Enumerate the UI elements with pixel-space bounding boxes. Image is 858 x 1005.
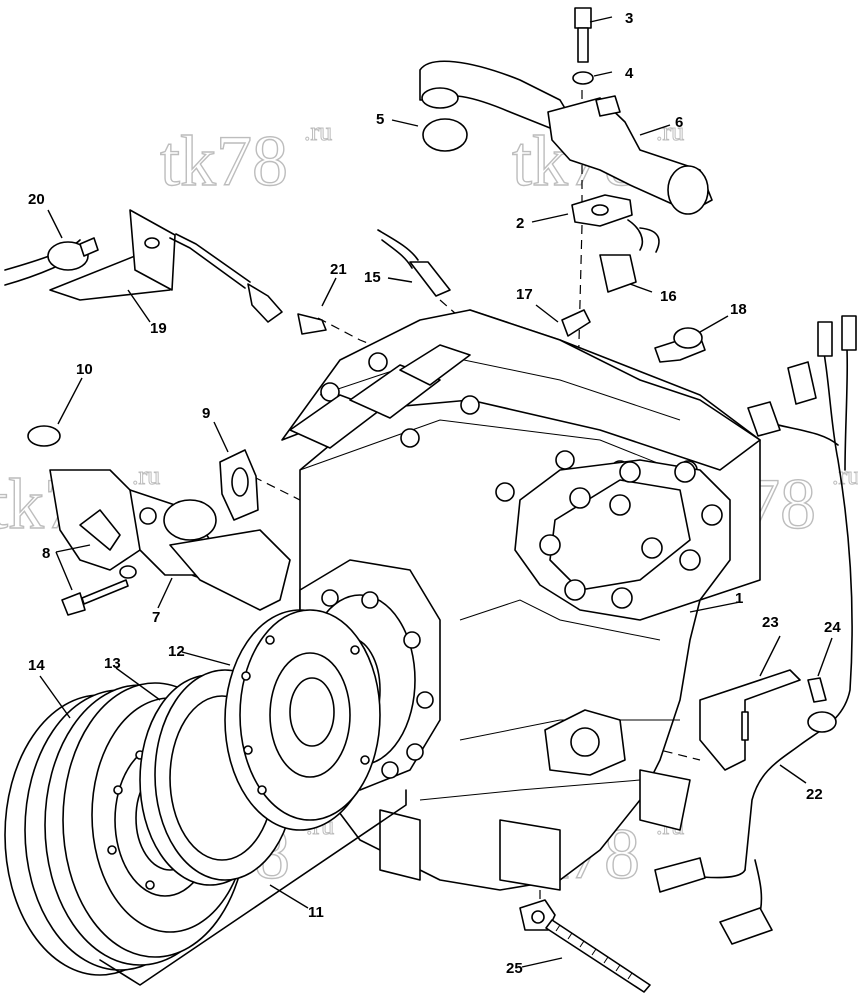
part-21-fitting: [297, 313, 327, 335]
cylinder-head-bolts: [539, 461, 723, 609]
callout-23: 23: [762, 614, 779, 631]
part-4-washer: [572, 71, 594, 85]
part-18-clamp: [654, 327, 706, 363]
part-2-gasket: [571, 194, 633, 227]
part-8-bolt: [61, 565, 137, 616]
callout-numbers: 3 4 5 6 2 20 19 21 15 16 17 18 10 9 8 7 …: [28, 10, 841, 977]
callout-9: 9: [202, 405, 210, 422]
compressor-body: [281, 309, 761, 891]
part-7-service-valve: [49, 469, 291, 611]
callout-12: 12: [168, 643, 185, 660]
callout-24: 24: [824, 619, 841, 636]
part-23-bracket: [699, 669, 801, 771]
callout-21: 21: [330, 261, 347, 278]
callout-2: 2: [516, 215, 524, 232]
callout-20: 20: [28, 191, 45, 208]
watermark-1-suffix: .ru: [304, 117, 332, 146]
callout-13: 13: [104, 655, 121, 672]
watermark-2-suffix: .ru: [656, 117, 684, 146]
part-19-bracket: [49, 209, 283, 323]
part-25-long-bolt: [519, 899, 651, 993]
callout-14: 14: [28, 657, 45, 674]
part-15-sensor: [377, 229, 451, 297]
part-20-switch: [4, 237, 99, 286]
callout-4: 4: [625, 65, 634, 82]
callout-18: 18: [730, 301, 747, 318]
callout-16: 16: [660, 288, 677, 305]
part-10-o-ring: [27, 425, 61, 447]
watermark-1: tk78: [160, 121, 288, 201]
part-9-gasket: [219, 449, 259, 521]
leader-lines: [39, 16, 833, 968]
callout-8: 8: [42, 545, 50, 562]
callout-15: 15: [364, 269, 381, 286]
callout-3: 3: [625, 10, 633, 27]
callout-19: 19: [150, 320, 167, 337]
callout-22: 22: [806, 786, 823, 803]
callout-11: 11: [308, 904, 324, 921]
callout-25: 25: [506, 960, 523, 977]
part-24-clip: [807, 677, 837, 733]
callout-1: 1: [735, 590, 743, 607]
callout-5: 5: [376, 111, 384, 128]
part-6-valve-body: [547, 95, 713, 215]
part-22-harness: [654, 315, 857, 945]
watermark-3-suffix: .ru: [132, 461, 160, 490]
part-17-fitting: [561, 309, 591, 337]
callout-17: 17: [516, 286, 533, 303]
part-3-bolt: [574, 7, 592, 63]
part-16-switch: [599, 219, 660, 293]
seal-housing-bolts: [321, 589, 434, 779]
part-12-hub-plate: [224, 609, 381, 831]
callout-6: 6: [675, 114, 683, 131]
callout-10: 10: [76, 361, 93, 378]
callout-7: 7: [152, 609, 160, 626]
